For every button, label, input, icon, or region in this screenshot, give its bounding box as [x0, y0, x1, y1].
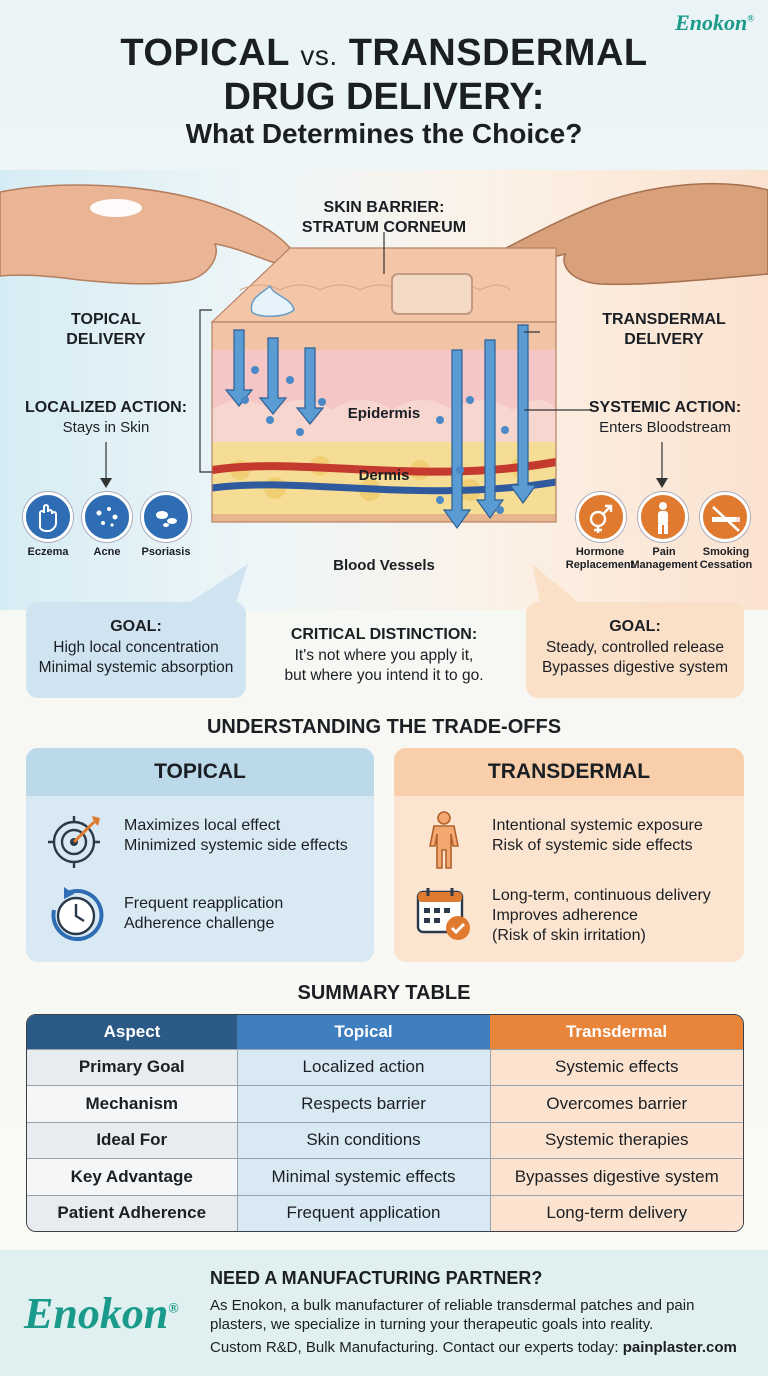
- tradeoff-row: Long-term, continuous delivery Improves …: [394, 882, 744, 952]
- website-link[interactable]: painplaster.com: [622, 1339, 737, 1356]
- table-header-row: Aspect Topical Transdermal: [27, 1015, 743, 1049]
- critical-distinction-text: It's not where you apply it, but where y…: [284, 647, 484, 684]
- acne-icon: [82, 492, 132, 542]
- skin-diagram-illustration: [0, 182, 768, 602]
- condition-label-eczema: Eczema: [27, 546, 69, 558]
- footer-band: [0, 1250, 768, 1376]
- topical-delivery-label: TOPICAL DELIVERY: [66, 311, 146, 348]
- no-smoking-icon: [700, 492, 750, 542]
- transdermal-delivery-label: TRANSDERMAL DELIVERY: [602, 311, 726, 348]
- table-cell: Long-term delivery: [490, 1194, 743, 1231]
- tradeoffs-title: UNDERSTANDING THE TRADE-OFFS: [206, 716, 562, 738]
- summary-table-title: SUMMARY TABLE: [297, 982, 471, 1004]
- table-cell: Mechanism: [27, 1085, 238, 1123]
- hand-icon: [23, 492, 73, 542]
- table-cell: Patient Adherence: [27, 1194, 238, 1231]
- table-cell: Overcomes barrier: [490, 1085, 743, 1123]
- table-row: Mechanism Respects barrier Overcomes bar…: [27, 1085, 743, 1123]
- condition-label-acne: Acne: [93, 546, 121, 558]
- table-cell: Localized action: [237, 1048, 491, 1086]
- table-row: Primary Goal Localized action Systemic e…: [27, 1048, 743, 1086]
- column-header-aspect: Aspect: [27, 1015, 237, 1049]
- column-header-topical: Topical: [237, 1015, 490, 1049]
- target-icon: [48, 816, 100, 868]
- transdermal-penetration-arrows: [442, 324, 538, 530]
- table-cell: Minimal systemic effects: [237, 1158, 491, 1196]
- clock-refresh-icon: [51, 887, 104, 942]
- barrier-label: SKIN BARRIER: STRATUM CORNEUM: [301, 199, 467, 236]
- footer-title: NEED A MANUFACTURING PARTNER?: [210, 1268, 543, 1288]
- psoriasis-icon: [141, 492, 191, 542]
- table-cell: Respects barrier: [237, 1085, 491, 1123]
- human-body-icon: [429, 811, 459, 869]
- topical-tradeoffs-panel: TOPICAL Maximizes local effect Minimized…: [26, 748, 374, 962]
- condition-label-hormone: Hormone Replacement: [565, 546, 635, 571]
- dermis-label: Dermis: [358, 467, 410, 484]
- transdermal-tradeoffs-panel: TRANSDERMAL Intentional systemic exposur…: [394, 748, 744, 962]
- footer-contact: Custom R&D, Bulk Manufacturing. Contact …: [210, 1339, 737, 1356]
- page-subtitle: What Determines the Choice?: [185, 118, 583, 149]
- critical-distinction-title: CRITICAL DISTINCTION:: [290, 626, 478, 643]
- table-cell: Ideal For: [27, 1121, 238, 1159]
- gender-symbol-icon: [576, 492, 626, 542]
- transdermal-panel-heading: TRANSDERMAL: [394, 748, 744, 796]
- tradeoff-row: Maximizes local effect Minimized systemi…: [26, 808, 374, 872]
- table-cell: Frequent application: [237, 1194, 491, 1231]
- table-cell: Primary Goal: [27, 1048, 238, 1086]
- brand-logo-bottom: Enokon®: [24, 1289, 179, 1338]
- condition-label-pain: Pain Management: [630, 546, 698, 571]
- calendar-check-icon: [416, 888, 470, 940]
- condition-label-psoriasis: Psoriasis: [141, 546, 191, 558]
- page-title-line2: DRUG DELIVERY:: [223, 76, 545, 118]
- table-cell: Key Advantage: [27, 1158, 238, 1196]
- blood-vessels-label: Blood Vessels: [333, 557, 435, 574]
- footer-text: As Enokon, a bulk manufacturer of reliab…: [210, 1297, 695, 1333]
- summary-table: Aspect Topical Transdermal Primary Goal …: [26, 1014, 744, 1232]
- tradeoff-row: Frequent reapplication Adherence challen…: [26, 884, 374, 948]
- column-header-transdermal: Transdermal: [490, 1015, 743, 1049]
- topical-panel-heading: TOPICAL: [26, 748, 374, 796]
- table-cell: Bypasses digestive system: [490, 1158, 743, 1196]
- tradeoff-row: Intentional systemic exposure Risk of sy…: [394, 808, 744, 872]
- condition-label-smoking: Smoking Cessation: [699, 546, 753, 571]
- table-cell: Systemic effects: [490, 1048, 743, 1086]
- systemic-action-label: SYSTEMIC ACTION: Enters Bloodstream: [588, 399, 742, 436]
- table-row: Key Advantage Minimal systemic effects B…: [27, 1158, 743, 1196]
- epidermis-label: Epidermis: [347, 405, 421, 422]
- table-row: Ideal For Skin conditions Systemic thera…: [27, 1121, 743, 1159]
- table-row: Patient Adherence Frequent application L…: [27, 1194, 743, 1231]
- localized-action-label: LOCALIZED ACTION: Stays in Skin: [24, 399, 188, 436]
- left-hand-illustration: [0, 184, 294, 285]
- table-cell: Skin conditions: [237, 1121, 491, 1159]
- brand-logo-top: Enokon®: [675, 10, 754, 35]
- topical-goal-box: GOAL: High local concentration Minimal s…: [26, 602, 246, 698]
- transdermal-goal-box: GOAL: Steady, controlled release Bypasse…: [526, 602, 744, 698]
- page-title: TOPICAL vs. TRANSDERMAL: [120, 32, 648, 74]
- body-pain-icon: [638, 492, 688, 542]
- table-cell: Systemic therapies: [490, 1121, 743, 1159]
